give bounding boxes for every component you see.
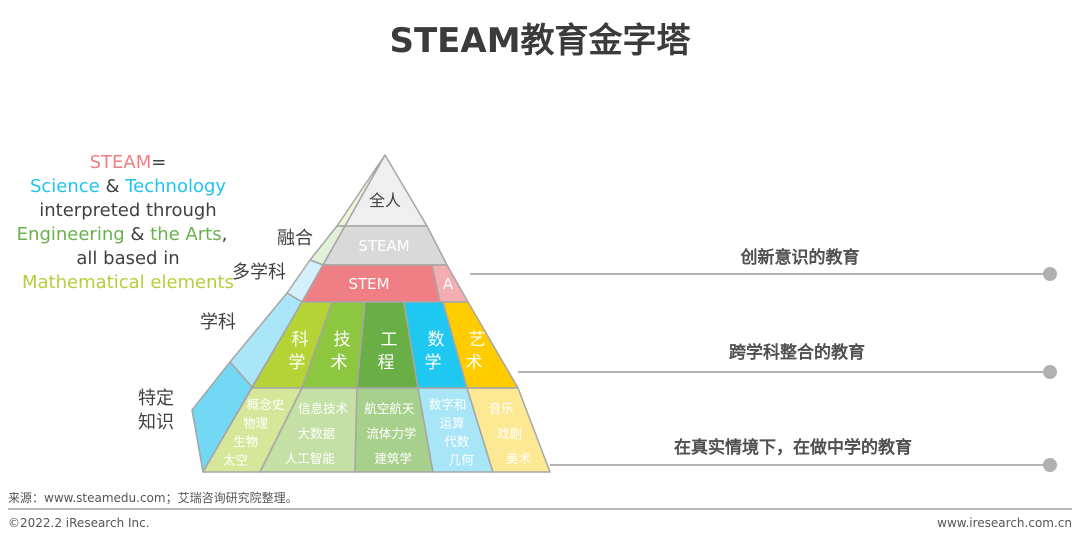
detail-item: 戏剧 bbox=[497, 426, 522, 441]
detail-item: 概念史 bbox=[247, 397, 285, 412]
page-title: STEAM教育金字塔 bbox=[389, 21, 691, 61]
detail-item: 太空 bbox=[223, 453, 248, 468]
definition-line-2: Science & Technology bbox=[30, 176, 226, 197]
level-label-3: 在真实情境下，在做中学的教育 bbox=[674, 437, 912, 458]
ampersand: & bbox=[125, 224, 150, 245]
label-whole-person: 全人 bbox=[369, 191, 401, 210]
side-labels: 融合 多学科 学科 特定 知识 bbox=[138, 228, 313, 433]
detail-cell bbox=[466, 387, 551, 473]
detail-item: 运算 bbox=[440, 416, 465, 431]
level-label-2: 跨学科整合的教育 bbox=[729, 342, 865, 363]
label-stem: STEM bbox=[348, 275, 389, 293]
definition-line-6: Mathematical elements bbox=[22, 272, 234, 293]
detail-item: 几何 bbox=[449, 453, 475, 468]
steam-word: STEAM bbox=[90, 152, 152, 173]
side-label-specific-2: 知识 bbox=[138, 412, 174, 433]
subject-char: 术 bbox=[331, 353, 348, 373]
subject-char: 技 bbox=[334, 330, 351, 350]
level-indicators: 创新意识的教育 跨学科整合的教育 在真实情境下，在做中学的教育 bbox=[470, 247, 1057, 472]
detail-item: 建筑学 bbox=[375, 451, 413, 466]
technology-word: Technology bbox=[124, 176, 226, 197]
level-dot-2 bbox=[1043, 365, 1057, 379]
definition-line-5: all based in bbox=[76, 248, 179, 269]
subject-char: 学 bbox=[289, 353, 306, 373]
website-link[interactable]: www.iresearch.com.cn bbox=[937, 516, 1072, 530]
detail-item: 生物 bbox=[233, 434, 258, 449]
detail-item: 信息技术 bbox=[298, 401, 349, 416]
steam-definition: STEAM= Science & Technology interpreted … bbox=[17, 152, 234, 293]
subject-char: 艺 bbox=[469, 330, 486, 350]
layer-details bbox=[202, 387, 551, 473]
engineering-word: Engineering bbox=[17, 224, 125, 245]
copyright: ©2022.2 iResearch Inc. bbox=[8, 516, 150, 530]
detail-item: 数字和 bbox=[429, 397, 467, 412]
subject-char: 程 bbox=[378, 353, 395, 373]
level-dot-3 bbox=[1043, 458, 1057, 472]
side-label-discipline: 学科 bbox=[200, 312, 236, 333]
subject-char: 科 bbox=[292, 330, 309, 350]
subject-char: 术 bbox=[466, 353, 483, 373]
definition-line-1: STEAM= bbox=[90, 152, 167, 173]
detail-item: 流体力学 bbox=[366, 426, 416, 441]
detail-item: 美术 bbox=[506, 451, 532, 466]
subject-char: 学 bbox=[425, 353, 442, 373]
subject-char: 数 bbox=[428, 330, 445, 350]
arts-word: the Arts bbox=[150, 224, 221, 245]
detail-item: 物理 bbox=[243, 416, 269, 431]
definition-line-4: Engineering & the Arts, bbox=[17, 224, 228, 245]
source-note: 来源：www.steamedu.com；艾瑞咨询研究院整理。 bbox=[8, 490, 298, 505]
side-label-multi: 多学科 bbox=[232, 262, 286, 283]
layer-subjects bbox=[251, 301, 519, 389]
subject-char: 工 bbox=[381, 330, 398, 350]
detail-item: 航空航天 bbox=[364, 401, 415, 416]
detail-item: 大数据 bbox=[298, 426, 336, 441]
ampersand: & bbox=[100, 176, 125, 197]
side-label-fusion: 融合 bbox=[277, 228, 313, 249]
detail-item: 音乐 bbox=[489, 401, 514, 416]
label-a: A bbox=[443, 275, 454, 293]
side-label-specific-1: 特定 bbox=[138, 388, 174, 409]
detail-item: 代数 bbox=[444, 434, 470, 449]
comma: , bbox=[222, 224, 228, 245]
equals-sign: = bbox=[151, 152, 166, 173]
definition-line-3: interpreted through bbox=[39, 200, 216, 221]
level-dot-1 bbox=[1043, 267, 1057, 281]
pyramid-front-face bbox=[202, 154, 551, 473]
science-word: Science bbox=[30, 176, 100, 197]
level-label-1: 创新意识的教育 bbox=[740, 247, 860, 268]
label-steam: STEAM bbox=[358, 237, 409, 255]
detail-item: 人工智能 bbox=[285, 451, 336, 466]
